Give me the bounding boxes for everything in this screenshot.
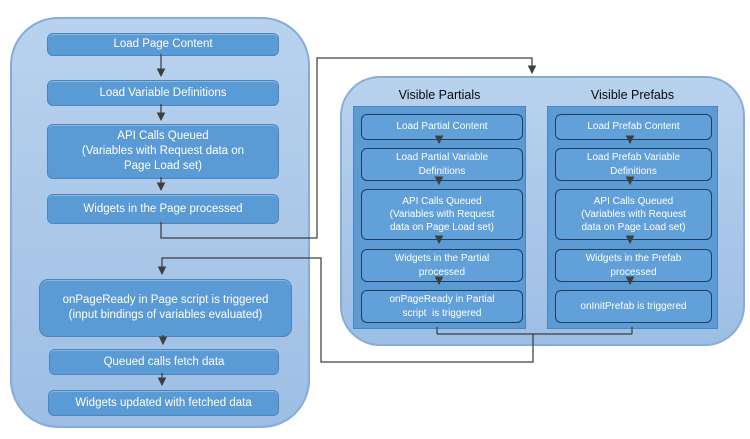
step-label: API Calls Queued (Variables with Request… xyxy=(389,195,495,234)
step-widgets-in-page-processed: Widgets in the Page processed xyxy=(47,194,279,224)
step-load-variable-definitions: Load Variable Definitions xyxy=(47,80,279,106)
step-label: Load Prefab Variable Definitions xyxy=(586,152,681,177)
prefab-step-api-calls-queued: API Calls Queued (Variables with Request… xyxy=(555,189,712,240)
partials-prefabs-container: Visible Partials Visible Prefabs Load Pa… xyxy=(340,76,745,346)
step-api-calls-queued: API Calls Queued (Variables with Request… xyxy=(47,124,279,179)
step-label: API Calls Queued (Variables with Request… xyxy=(581,195,686,234)
prefab-step-oninitprefab-triggered: onInitPrefab is triggered xyxy=(555,290,712,323)
step-label: Load Prefab Content xyxy=(587,121,680,133)
step-label: Load Variable Definitions xyxy=(99,86,227,99)
step-label: onInitPrefab is triggered xyxy=(580,300,687,312)
prefab-step-load-content: Load Prefab Content xyxy=(555,114,712,140)
step-label: Load Page Content xyxy=(113,38,213,51)
partial-step-api-calls-queued: API Calls Queued (Variables with Request… xyxy=(361,189,523,240)
partial-step-load-content: Load Partial Content xyxy=(361,114,523,140)
step-label: Widgets updated with fetched data xyxy=(75,396,252,409)
step-label: Load Partial Variable Definitions xyxy=(395,152,489,177)
partials-panel-title: Visible Partials xyxy=(398,88,481,102)
step-label: Widgets in the Prefab processed xyxy=(585,253,682,278)
partial-step-onpageready-triggered: onPageReady in Partial script is trigger… xyxy=(361,290,523,323)
step-queued-calls-fetch-data: Queued calls fetch data xyxy=(49,349,279,375)
step-widgets-updated: Widgets updated with fetched data xyxy=(48,390,279,416)
partials-panel: Load Partial Content Load Partial Variab… xyxy=(353,106,526,329)
page-load-container: Load Page Content Load Variable Definiti… xyxy=(10,17,310,428)
step-label: Widgets in the Partial processed xyxy=(394,253,490,278)
prefab-step-load-variable-definitions: Load Prefab Variable Definitions xyxy=(555,148,712,181)
prefabs-panel: Load Prefab Content Load Prefab Variable… xyxy=(547,106,718,329)
step-label: Load Partial Content xyxy=(396,121,488,133)
step-label: API Calls Queued (Variables with Request… xyxy=(81,130,245,172)
step-label: onPageReady in Partial script is trigger… xyxy=(389,294,495,319)
prefab-step-widgets-processed: Widgets in the Prefab processed xyxy=(555,249,712,282)
partial-step-load-variable-definitions: Load Partial Variable Definitions xyxy=(361,148,523,181)
step-label: Queued calls fetch data xyxy=(103,355,225,368)
step-label: onPageReady in Page script is triggered … xyxy=(62,294,269,321)
prefabs-panel-title: Visible Prefabs xyxy=(590,88,675,102)
step-onpageready-triggered: onPageReady in Page script is triggered … xyxy=(39,279,292,337)
step-load-page-content: Load Page Content xyxy=(47,33,279,56)
step-label: Widgets in the Page processed xyxy=(83,202,243,215)
partial-step-widgets-processed: Widgets in the Partial processed xyxy=(361,249,523,282)
